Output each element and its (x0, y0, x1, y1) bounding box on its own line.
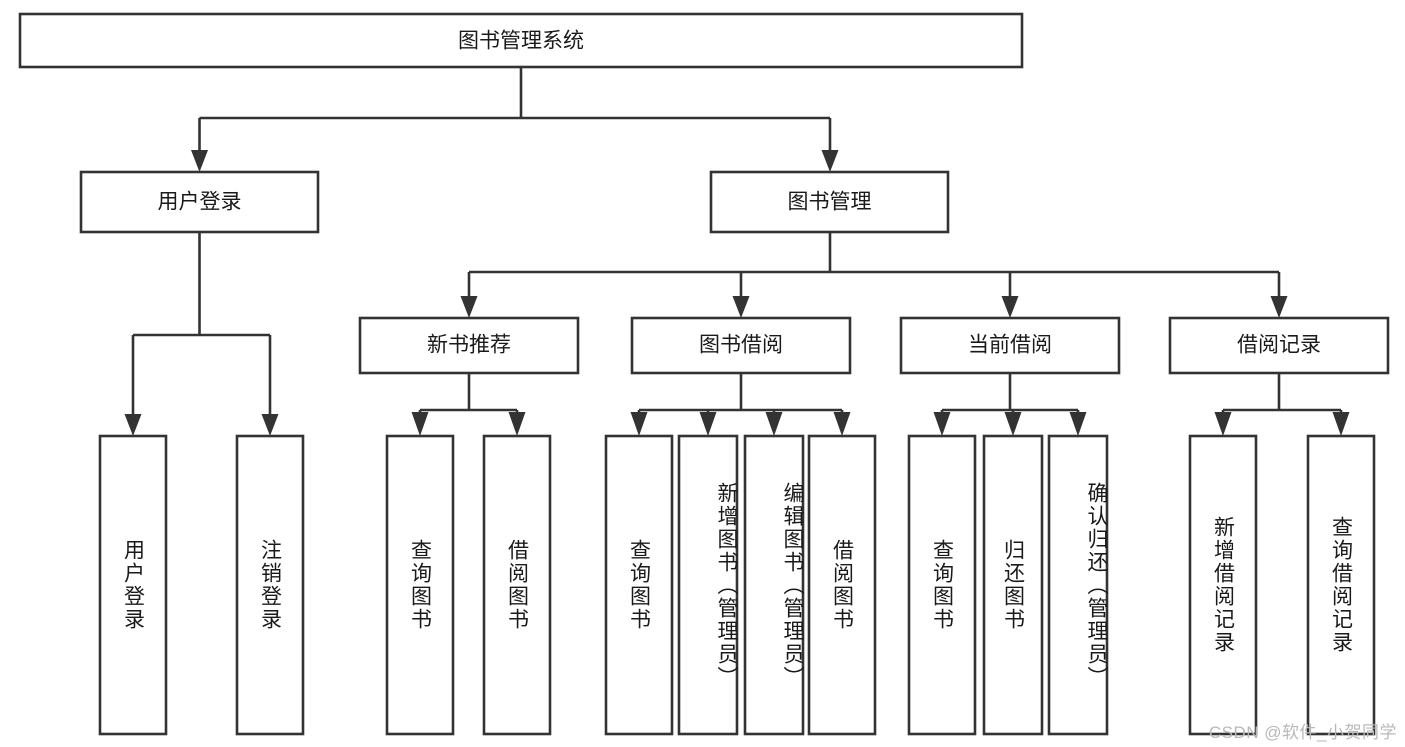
node-root[interactable]: 图书管理系统 (18, 12, 1024, 69)
node-current-borrow-rect[interactable] (899, 316, 1121, 375)
node-borrow-record[interactable]: 借阅记录 (1168, 316, 1390, 375)
arrowhead-leaf-borrow-book-2 (833, 412, 851, 436)
node-book-borrow-label: 图书借阅 (699, 334, 783, 357)
leaf-rects (98, 434, 1376, 736)
arrowhead-current-borrow (1001, 296, 1019, 318)
arrowhead-leaf-user-login (124, 414, 142, 436)
arrowhead-book-manage (821, 150, 839, 172)
connector-user-login-to-leaves (124, 232, 279, 436)
connector-new-book-rec-to-leaves (411, 373, 526, 436)
node-user-login[interactable]: 用户登录 (79, 170, 320, 234)
node-book-borrow[interactable]: 图书借阅 (630, 316, 852, 375)
node-new-book-rec-rect[interactable] (358, 316, 580, 375)
connector-borrow-record-to-leaves (1214, 373, 1350, 436)
connector-current-borrow-to-leaves (933, 373, 1087, 436)
leaf-add-book-rect[interactable] (677, 434, 739, 736)
arrowhead-leaf-add-record (1214, 412, 1232, 436)
arrowhead-leaf-return-book (1004, 412, 1022, 436)
leaf-borrow-book-1-rect[interactable] (482, 434, 552, 736)
node-book-manage-rect[interactable] (709, 170, 950, 234)
arrowhead-leaf-query-book-1 (411, 412, 429, 436)
node-borrow-record-rect[interactable] (1168, 316, 1390, 375)
node-book-manage-label: 图书管理 (788, 191, 872, 214)
node-root-rect[interactable] (18, 12, 1024, 69)
node-new-book-rec[interactable]: 新书推荐 (358, 316, 580, 375)
leaf-user-login-rect[interactable] (98, 434, 168, 736)
leaf-add-record-rect[interactable] (1188, 434, 1258, 736)
leaf-return-book-rect[interactable] (982, 434, 1044, 736)
leaf-confirm-return-rect[interactable] (1047, 434, 1109, 736)
connector-root-to-level2 (191, 67, 839, 172)
arrowhead-user-login (191, 150, 208, 172)
leaf-borrow-book-2-rect[interactable] (807, 434, 877, 736)
arrowhead-leaf-query-record (1332, 412, 1350, 436)
leaf-query-book-2-rect[interactable] (604, 434, 674, 736)
arrowhead-leaf-add-book (699, 412, 717, 436)
arrowhead-leaf-borrow-book-1 (508, 412, 526, 436)
arrowhead-borrow-record (1270, 296, 1288, 318)
node-current-borrow[interactable]: 当前借阅 (899, 316, 1121, 375)
arrowhead-leaf-query-book-2 (630, 412, 648, 436)
watermark: CSDN @软件_小贺同学 (1208, 723, 1397, 742)
node-borrow-record-label: 借阅记录 (1237, 334, 1321, 357)
leaf-user-logout-rect[interactable] (235, 434, 305, 736)
leaf-edit-book-rect[interactable] (743, 434, 805, 736)
arrowhead-leaf-query-book-3 (933, 412, 951, 436)
leaf-query-book-1-rect[interactable] (385, 434, 455, 736)
arrowhead-leaf-edit-book (765, 412, 783, 436)
arrowhead-new-book-rec (460, 296, 478, 318)
node-book-borrow-rect[interactable] (630, 316, 852, 375)
node-user-login-rect[interactable] (79, 170, 320, 234)
node-new-book-rec-label: 新书推荐 (427, 334, 511, 357)
node-user-login-label: 用户登录 (158, 191, 242, 214)
node-root-label: 图书管理系统 (458, 30, 584, 53)
node-current-borrow-label: 当前借阅 (968, 334, 1052, 357)
arrowhead-leaf-user-logout (261, 414, 279, 436)
node-book-manage[interactable]: 图书管理 (709, 170, 950, 234)
leaf-query-book-3-rect[interactable] (907, 434, 977, 736)
arrowhead-leaf-confirm-return (1069, 412, 1087, 436)
connector-book-manage-to-level3 (460, 232, 1288, 318)
arrowhead-book-borrow (732, 296, 750, 318)
leaf-query-record-rect[interactable] (1306, 434, 1376, 736)
connector-book-borrow-to-leaves (630, 373, 851, 436)
